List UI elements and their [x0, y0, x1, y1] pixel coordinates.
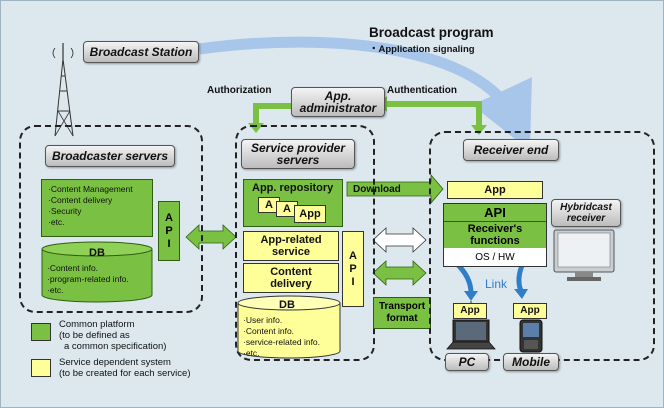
legend-common-line1: Common platform — [59, 319, 135, 330]
service-provider-db-title: DB — [279, 299, 295, 311]
receiver-end-title: Receiver end — [463, 139, 559, 161]
white-double-arrow — [372, 227, 427, 253]
service-provider-api-box: A P I — [342, 231, 364, 307]
laptop-icon — [446, 319, 496, 350]
list-item: Content Management — [48, 184, 133, 195]
tv-icon — [553, 229, 615, 281]
list-item: User info. — [243, 315, 320, 326]
transport-format-line2: format — [386, 313, 418, 324]
broadcaster-functions-box: Content Management Content delivery Secu… — [41, 179, 153, 237]
service-provider-db-list: User info. Content info. service-related… — [243, 315, 320, 359]
broadcaster-servers-title: Broadcaster servers — [45, 145, 175, 167]
transport-double-arrow — [372, 260, 427, 286]
repository-app-stack-2: A — [276, 201, 298, 217]
receiver-functions-line2: functions — [470, 235, 520, 247]
list-item: Security — [48, 206, 133, 217]
content-delivery-box: Content delivery — [243, 263, 339, 293]
api-letter: P — [165, 224, 173, 237]
app-related-service-box: App-related service — [243, 231, 339, 261]
download-label: Download — [353, 184, 401, 195]
hybridcast-line1: Hybridcast — [560, 202, 612, 213]
transport-format-box: Transport format — [373, 297, 431, 329]
os-hw-box: OS / HW — [444, 248, 546, 266]
broadcaster-db-list: Content info. program-related info. etc. — [47, 263, 129, 296]
list-item: etc. — [243, 348, 320, 359]
legend-service-line1: Service dependent system — [59, 357, 171, 368]
app-related-service-line1: App-related — [260, 234, 322, 246]
api-letter: A — [165, 211, 173, 224]
authentication-label: Authentication — [387, 85, 457, 96]
transport-format-line1: Transport — [378, 301, 426, 312]
receiver-app-box: App — [447, 181, 543, 199]
pc-label: PC — [445, 353, 489, 371]
authorization-connector — [253, 103, 291, 125]
legend-service-swatch — [31, 359, 51, 377]
list-item: Content delivery — [48, 195, 133, 206]
authorization-label: Authorization — [207, 85, 272, 96]
broadcast-arrow — [198, 36, 532, 151]
mobile-label: Mobile — [503, 353, 559, 371]
pc-app-box: App — [453, 303, 487, 319]
receiver-functions-line1: Receiver's — [467, 223, 523, 235]
hybridcast-receiver-label: Hybridcast receiver — [551, 199, 621, 227]
broadcaster-functions-list: Content Management Content delivery Secu… — [48, 184, 133, 228]
api-letter: I — [167, 237, 171, 250]
link-label: Link — [485, 277, 508, 291]
broadcast-program-title: Broadcast program — [369, 25, 494, 40]
broadcaster-api-box: A P I — [158, 201, 180, 261]
content-delivery-line1: Content — [270, 266, 312, 278]
legend-common-line3: a common specification) — [64, 341, 167, 352]
broadcast-station-box: Broadcast Station — [83, 41, 199, 63]
api-letter: I — [351, 275, 355, 288]
broadcaster-servers-group — [19, 125, 203, 313]
repository-app-item: App — [294, 205, 326, 223]
app-related-service-line2: service — [272, 246, 310, 258]
receiver-functions-box: Receiver's functions — [444, 222, 546, 248]
list-item: Content info. — [47, 263, 129, 274]
mobile-phone-icon — [519, 319, 543, 353]
service-provider-title: Service provider servers — [241, 139, 355, 169]
list-item: Content info. — [243, 326, 320, 337]
list-item: etc. — [47, 285, 129, 296]
api-letter: A — [349, 249, 357, 262]
legend-common-swatch — [31, 323, 51, 341]
receiver-api-box: API — [444, 204, 546, 222]
authentication-connector — [385, 101, 482, 127]
legend-common-line2: (to be defined as — [59, 330, 130, 341]
legend-common-text: Common platform (to be defined as a comm… — [59, 319, 166, 352]
broadcaster-db-title: DB — [89, 247, 105, 259]
app-administrator-line2: administrator — [299, 101, 377, 115]
download-arrow — [346, 173, 444, 205]
list-item: program-related info. — [47, 274, 129, 285]
legend-service-text: Service dependent system (to be created … — [59, 357, 190, 379]
content-delivery-line2: delivery — [270, 278, 312, 290]
api-letter: P — [349, 262, 357, 275]
app-repository-title: App. repository — [252, 182, 334, 194]
application-signaling-label: ・Application signaling — [369, 44, 475, 55]
antenna-tower-icon — [52, 43, 74, 137]
service-provider-title-line2: servers — [276, 153, 320, 167]
list-item: etc. — [48, 217, 133, 228]
hybridcast-line2: receiver — [566, 213, 606, 224]
mobile-app-box: App — [513, 303, 547, 319]
app-repository-box: App. repository A A App — [243, 179, 343, 227]
app-administrator-box: App. administrator — [291, 87, 385, 117]
app-administrator-line1: App. — [324, 89, 352, 103]
legend-service-line2: (to be created for each service) — [59, 368, 191, 379]
list-item: service-related info. — [243, 337, 320, 348]
service-provider-title-line1: Service provider — [250, 141, 346, 155]
receiver-stack: API Receiver's functions OS / HW — [443, 203, 547, 267]
service-provider-group — [235, 125, 375, 361]
